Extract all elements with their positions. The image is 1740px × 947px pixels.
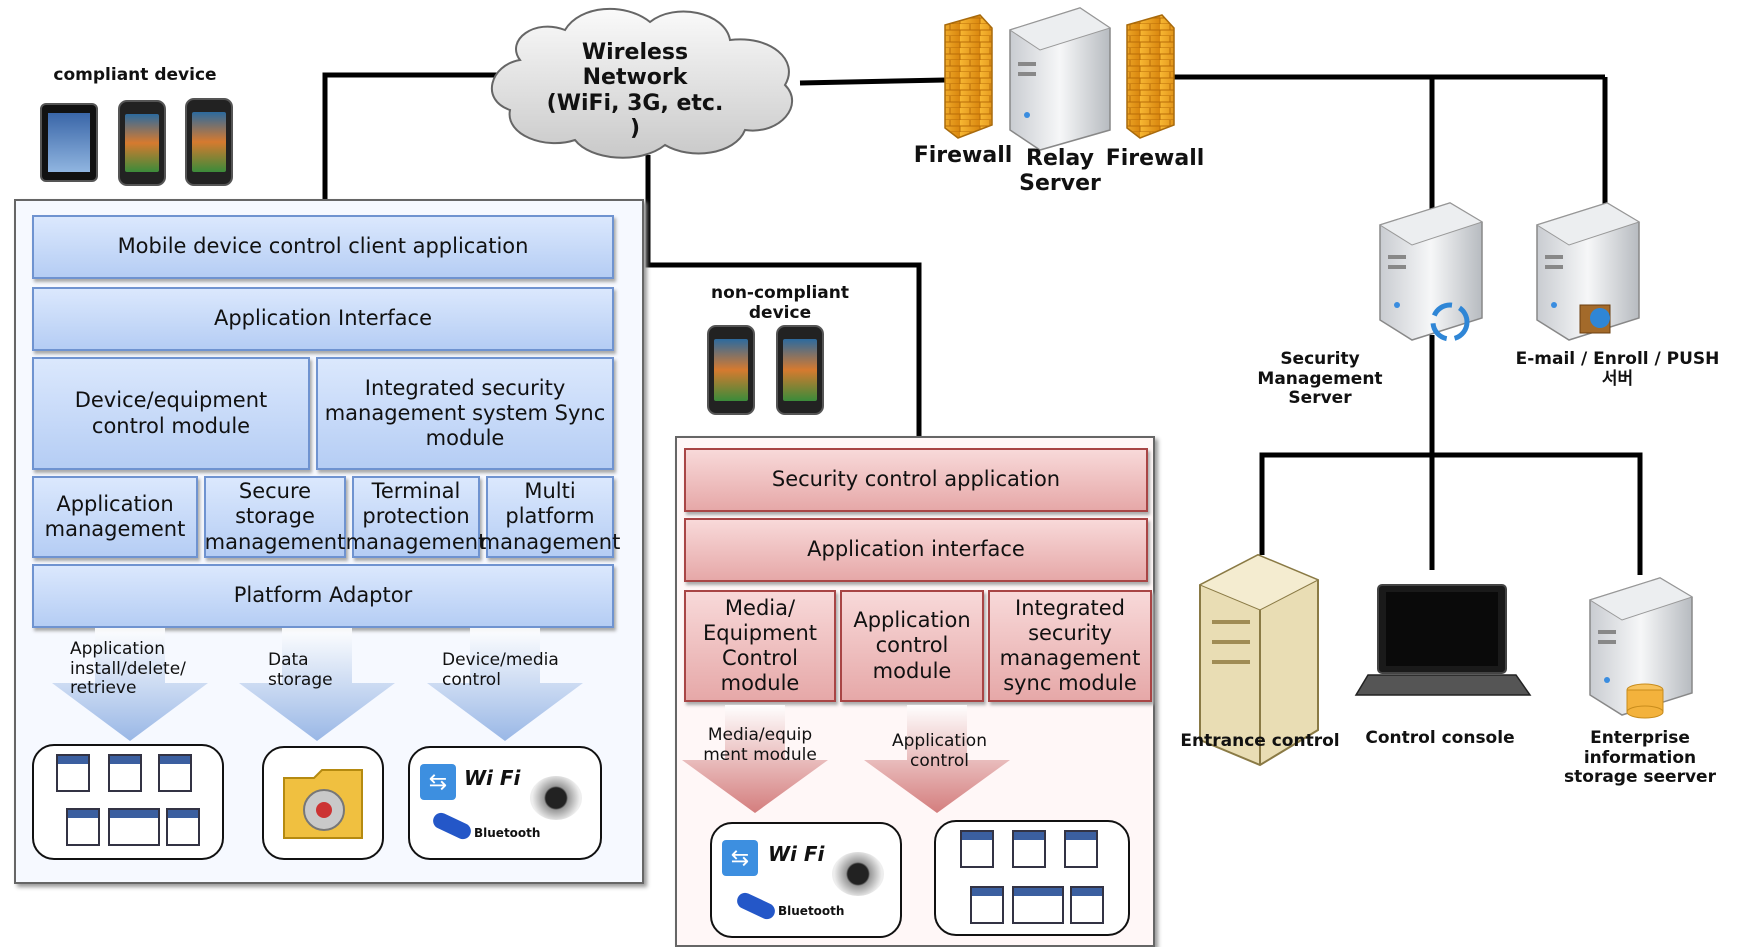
data-storage-arrow-label: Data storage	[268, 650, 333, 690]
down-arrow-icon	[239, 628, 395, 741]
app-screen-thumbnail	[108, 808, 160, 846]
secure-folder-icon	[283, 769, 363, 839]
down-arrow-icon	[52, 628, 208, 741]
entrance-control-label: Entrance control	[1180, 731, 1340, 751]
usb-stick-icon	[430, 810, 474, 842]
phone-device-icon	[776, 325, 824, 415]
device-media-box: ⇆ Wi Fi Bluetooth	[408, 746, 602, 860]
device-control-module: Device/equipment control module	[32, 357, 310, 470]
usb-icon: ⇆	[722, 840, 758, 876]
app-screens-box	[32, 744, 224, 860]
storage-server-label: Enterprise information storage seerver	[1564, 728, 1716, 788]
wireless-network-label: Wireless Network (WiFi, 3G, etc. )	[546, 40, 724, 141]
bluetooth-label: Bluetooth	[474, 826, 541, 840]
media-module-arrow-label: Media/equip ment module	[703, 725, 817, 765]
webcam-icon	[832, 852, 884, 896]
app-control-arrow-label: Application control	[892, 731, 987, 771]
sync-module: Integrated security management system Sy…	[316, 357, 614, 470]
terminal-protection-module: Terminal protection management	[346, 476, 486, 558]
platform-adaptor-layer: Platform Adaptor	[32, 564, 614, 628]
app-screen-thumbnail	[158, 754, 192, 792]
webcam-icon	[530, 776, 582, 820]
noncompliant-app-interface-layer: Application interface	[684, 518, 1148, 582]
wifi-icon: Wi Fi	[464, 766, 521, 790]
email-server-label: E-mail / Enroll / PUSH 서버	[1515, 349, 1720, 389]
client-app-layer: Mobile device control client application	[32, 215, 614, 279]
app-screen-thumbnail	[970, 886, 1004, 924]
noncompliant-device-title: non-compliant device	[711, 283, 849, 323]
noncompliant-device-media-box: ⇆ Wi Fi Bluetooth	[710, 822, 902, 938]
bluetooth-label: Bluetooth	[778, 904, 845, 918]
app-screen-thumbnail	[1012, 886, 1064, 924]
app-screen-thumbnail	[166, 808, 200, 846]
firewall-left-icon	[944, 14, 993, 139]
relay-server-label: Relay Server	[1019, 146, 1101, 197]
security-control-app-layer: Security control application	[684, 448, 1148, 512]
down-arrow-icon	[682, 705, 828, 813]
app-management-module: Application management	[32, 476, 198, 558]
app-screen-thumbnail	[108, 754, 142, 792]
security-server-icon	[1378, 202, 1484, 342]
down-arrow-icon	[427, 628, 583, 741]
firewall-right-icon	[1126, 14, 1175, 139]
relay-server-icon	[1008, 7, 1112, 151]
media-equipment-control-module: Media/ Equipment Control module	[684, 590, 836, 702]
entrance-control-icon	[1198, 553, 1320, 767]
app-control-module: Application control module	[840, 590, 984, 702]
secure-storage-module: Secure storage management	[204, 476, 346, 558]
noncompliant-sync-module: Integrated security management sync modu…	[988, 590, 1152, 702]
control-console-label: Control console	[1365, 728, 1515, 748]
app-screen-thumbnail	[56, 754, 90, 792]
storage-server-icon	[1588, 577, 1694, 719]
tablet-device-icon	[40, 103, 98, 182]
app-screen-thumbnail	[1064, 830, 1098, 868]
control-console-icon	[1354, 584, 1532, 696]
compliant-device-title: compliant device	[53, 65, 217, 85]
app-interface-layer: Application Interface	[32, 287, 614, 351]
phone-device-icon	[707, 325, 755, 415]
phone-device-icon	[185, 98, 233, 186]
app-screen-thumbnail	[960, 830, 994, 868]
multi-platform-module: Multi platform management	[480, 476, 620, 558]
data-storage-box	[262, 746, 384, 860]
app-screen-thumbnail	[1070, 886, 1104, 924]
network-links	[322, 72, 1643, 575]
down-arrow-icon	[864, 705, 1010, 813]
firewall-left-label: Firewall	[913, 143, 1013, 168]
phone-device-icon	[118, 100, 166, 186]
noncompliant-app-screens-box	[934, 820, 1130, 936]
device-media-arrow-label: Device/media control	[442, 650, 559, 690]
wireless-network-cloud	[490, 7, 794, 159]
app-screen-thumbnail	[1012, 830, 1046, 868]
app-install-arrow-label: Application install/delete/ retrieve	[70, 639, 186, 699]
usb-icon: ⇆	[420, 764, 456, 800]
app-screen-thumbnail	[66, 808, 100, 846]
firewall-right-label: Firewall	[1105, 146, 1205, 171]
email-server-icon	[1535, 202, 1641, 341]
usb-stick-icon	[734, 890, 778, 922]
wifi-icon: Wi Fi	[768, 842, 825, 866]
security-server-label: Security Management Server	[1257, 349, 1383, 409]
